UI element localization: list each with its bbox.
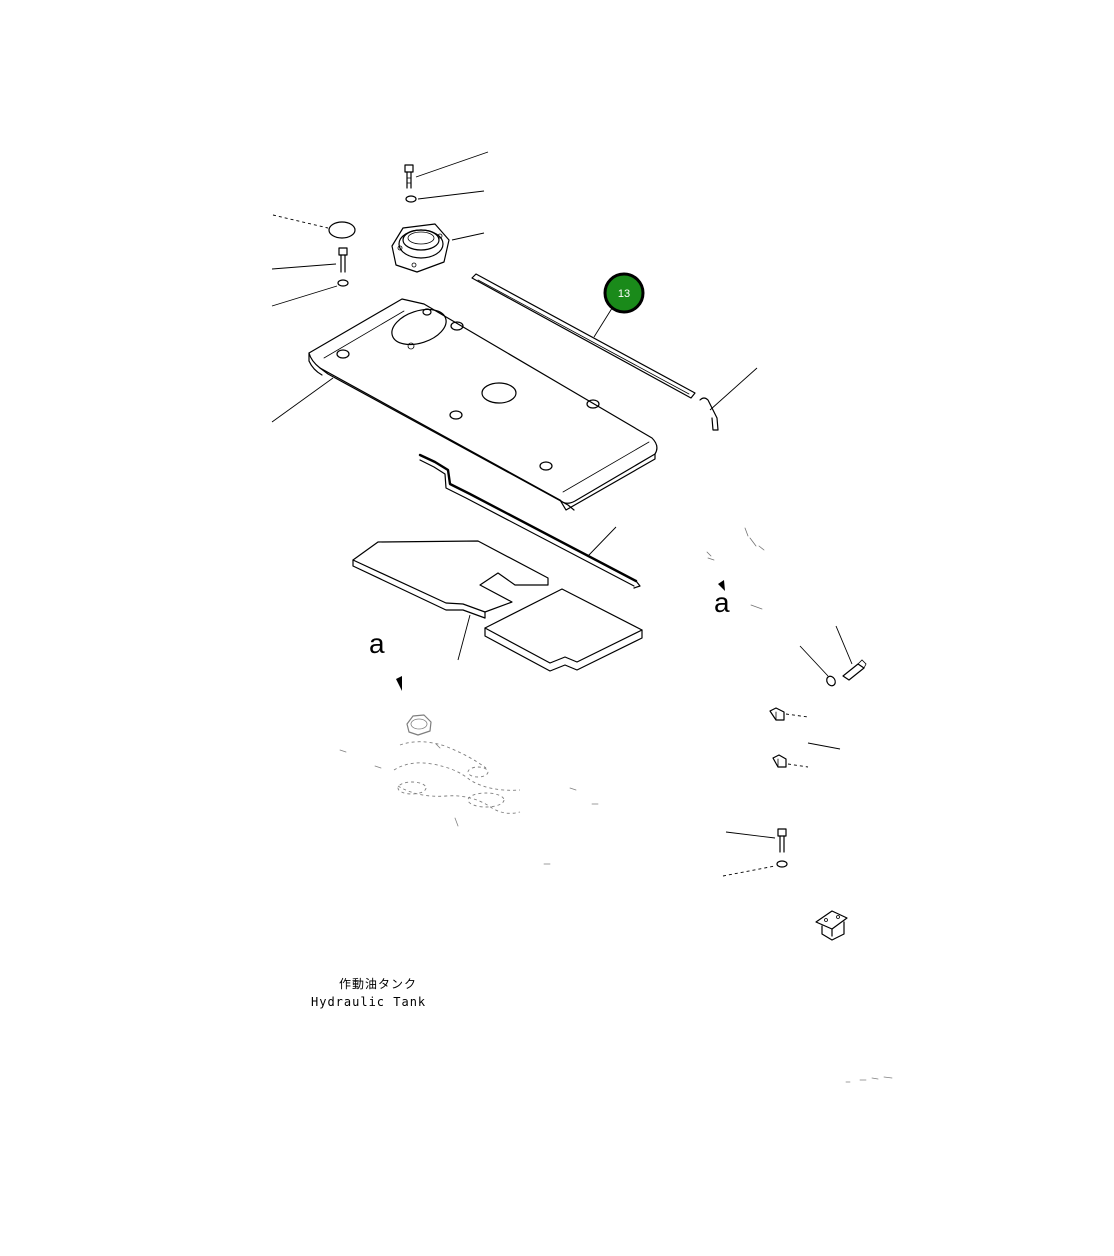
view-label-left: a	[369, 628, 385, 659]
callout-circle[interactable]	[603, 272, 645, 314]
clip-upper	[769, 707, 809, 721]
gasket	[418, 453, 641, 589]
view-marker-left: a	[369, 628, 402, 691]
o-ring	[272, 214, 356, 239]
bolt-pair	[799, 625, 867, 687]
view-marker-right: a	[714, 580, 730, 618]
view-label-right: a	[714, 587, 730, 618]
faint-parts-upper-right	[706, 527, 765, 610]
callout-number: 13	[618, 288, 630, 300]
strip-end-piece	[699, 367, 758, 431]
clip-lower	[772, 742, 841, 768]
callout-13[interactable]: 13	[603, 272, 645, 314]
small-washer	[271, 279, 349, 307]
caption-japanese: 作動油タンク	[339, 977, 417, 991]
tank-cover	[271, 298, 658, 511]
caption-english: Hydraulic Tank	[311, 995, 426, 1009]
breather-cap	[391, 223, 485, 273]
bracket	[815, 910, 848, 941]
washer-lower	[722, 860, 788, 877]
pad-right	[484, 588, 643, 672]
faint-detail-view	[339, 714, 599, 865]
pad-left	[352, 540, 549, 661]
faint-page-mark	[845, 1076, 893, 1083]
seal-strip	[471, 273, 696, 399]
top-bolt	[404, 151, 489, 189]
top-washer	[405, 190, 485, 203]
small-bolt	[271, 247, 348, 273]
diagram-caption: 作動油タンク Hydraulic Tank	[311, 977, 426, 1009]
bolt-lower	[725, 828, 787, 853]
